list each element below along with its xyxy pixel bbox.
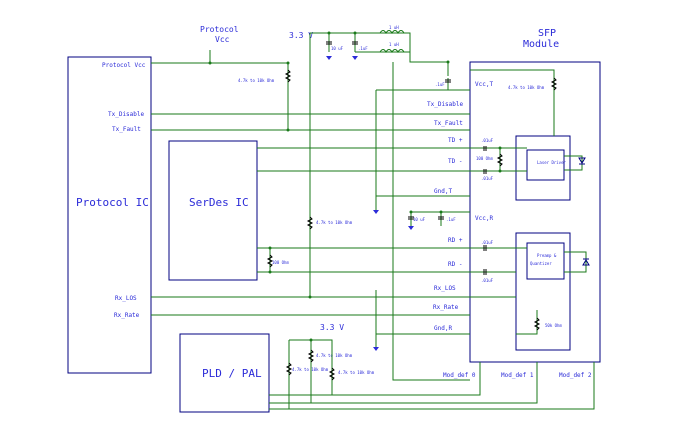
pin-mod-def1: Mod_def 1 bbox=[501, 372, 534, 379]
pin-vcc-t: Vcc,T bbox=[475, 81, 493, 88]
cap-01uf-1-label: .1uF bbox=[358, 46, 368, 51]
pin-tx-disable: Tx_Disable bbox=[108, 111, 145, 118]
preamp-label-2: Quantizer bbox=[530, 261, 552, 266]
capacitors bbox=[326, 41, 487, 275]
pin-mod-def2: Mod_def 2 bbox=[559, 372, 592, 379]
resistor-label-4: 4.7k to 10k Ohm bbox=[316, 353, 353, 358]
resistor-label-1: 4.7k to 10k Ohm bbox=[238, 78, 275, 83]
v33-bottom-label: 3.3 V bbox=[320, 323, 344, 332]
laser-driver-label: Laser Driver bbox=[537, 160, 566, 165]
ground-symbols bbox=[326, 56, 414, 351]
resistors bbox=[266, 69, 558, 381]
diodes bbox=[578, 157, 590, 266]
protocol-ic-label: Protocol IC bbox=[76, 196, 149, 209]
resistor-label-2: 4.7k to 10k Ohm bbox=[316, 220, 353, 225]
sfp-label: SFP bbox=[538, 28, 556, 39]
pin-rd-minus: RD - bbox=[448, 261, 462, 268]
preamp-block bbox=[526, 242, 565, 280]
pld-pal-block bbox=[179, 333, 270, 413]
pin-tx-fault: Tx_Fault bbox=[112, 126, 141, 133]
protocol-vcc-label-1: Protocol bbox=[200, 25, 239, 34]
pin-rd-plus: RD + bbox=[448, 237, 463, 244]
pld-pal-label: PLD / PAL bbox=[202, 367, 262, 380]
cap-rd-minus-label: .01uF bbox=[481, 278, 494, 283]
pin-sfp-rx-los: Rx_LOS bbox=[434, 285, 456, 292]
resistor-label-5: 4.7k to 10k Ohm bbox=[292, 367, 329, 372]
resistor-50k-label: 50k Ohm bbox=[545, 323, 562, 328]
preamp-label-1: Preamp & bbox=[537, 253, 557, 258]
pin-sfp-tx-disable: Tx_Disable bbox=[427, 101, 464, 108]
cap-td-minus-label: .01uF bbox=[481, 176, 494, 181]
module-label: Module bbox=[523, 39, 559, 50]
pin-gnd-t: Gnd,T bbox=[434, 188, 452, 195]
cap-10uf-1-label: 10 uF bbox=[331, 46, 344, 51]
wiring bbox=[151, 32, 595, 410]
cap-01uf-3-label: .1uF bbox=[435, 82, 445, 87]
pin-rx-rate: Rx_Rate bbox=[114, 312, 140, 319]
resistor-label-6: 4.7k to 10k Ohm bbox=[338, 370, 375, 375]
protocol-ic-block bbox=[67, 56, 152, 374]
resistor-100-td-label: 100 Ohm bbox=[476, 156, 493, 161]
cap-td-plus-label: .01uF bbox=[481, 138, 494, 143]
pin-mod-def0: Mod_def 0 bbox=[443, 372, 476, 379]
cap-01uf-2-label: .1uF bbox=[446, 217, 456, 222]
laser-driver-block bbox=[526, 149, 565, 181]
protocol-vcc-label-2: Vcc bbox=[215, 35, 230, 44]
pin-protocol-vcc: Protocol Vcc bbox=[102, 62, 146, 69]
pin-gnd-r: Gnd,R bbox=[434, 325, 452, 332]
inductor-2-label: 1 uH bbox=[389, 42, 399, 47]
pin-vcc-r: Vcc,R bbox=[475, 215, 493, 222]
cap-10uf-2-label: 10 uF bbox=[413, 217, 426, 222]
resistor-label-3: 4.7k to 10k Ohm bbox=[508, 85, 545, 90]
serdes-ic-label: SerDes IC bbox=[189, 196, 249, 209]
pin-rx-los: Rx_LOS bbox=[115, 295, 137, 302]
serdes-ic-block bbox=[168, 140, 258, 281]
pin-sfp-rx-rate: Rx_Rate bbox=[433, 304, 459, 311]
cap-rd-plus-label: .01uF bbox=[481, 240, 494, 245]
pin-td-plus: TD + bbox=[448, 137, 463, 144]
resistor-100-rd-label: 100 Ohm bbox=[272, 260, 289, 265]
pin-sfp-tx-fault: Tx_Fault bbox=[434, 120, 463, 127]
v33-top-label: 3.3 V bbox=[289, 31, 313, 40]
inductors bbox=[379, 30, 405, 53]
pin-td-minus: TD - bbox=[448, 158, 462, 165]
junctions bbox=[208, 31, 502, 342]
inductor-1-label: 1 uH bbox=[389, 25, 399, 30]
